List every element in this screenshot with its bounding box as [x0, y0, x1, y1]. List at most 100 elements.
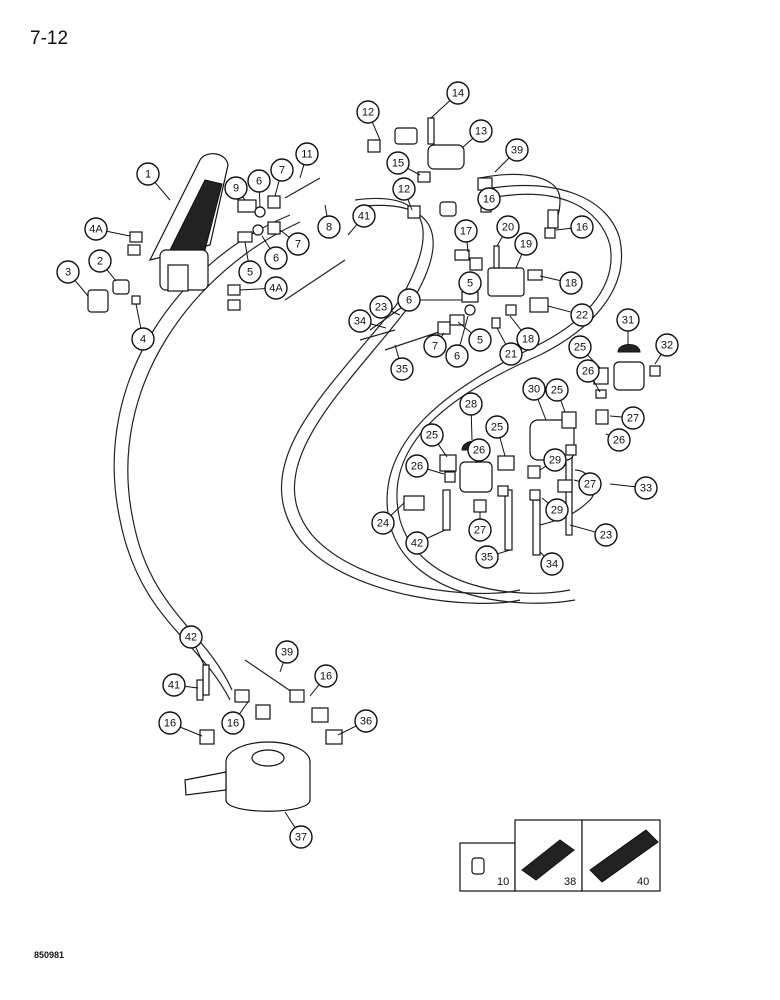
callout-circle [454, 219, 478, 243]
callout-circle [559, 271, 583, 295]
fitting-4 [131, 295, 141, 305]
callout-label: 14 [452, 88, 464, 100]
callout-leader [195, 646, 205, 666]
plug-4a-upper [129, 231, 143, 243]
callout-31: 31 [616, 308, 640, 345]
callout-leader [496, 327, 507, 345]
nut-21 [491, 317, 501, 329]
bolt-20 [493, 245, 500, 269]
callout-circle [158, 711, 182, 735]
fitting-16-right-2 [544, 227, 556, 239]
callout-circle [616, 308, 640, 332]
callout-leader [427, 468, 445, 475]
callout-25: 25 [485, 415, 509, 457]
callout-leader [509, 315, 522, 331]
callout-7: 7 [279, 229, 310, 256]
callout-circle [131, 327, 155, 351]
components [87, 117, 661, 812]
callout-label: 4A [89, 224, 103, 236]
fitting-16-swivel-center [234, 689, 250, 703]
washer-26-left [444, 471, 456, 483]
callout-leader [238, 701, 249, 715]
callout-leader [537, 399, 547, 421]
callout-1: 1 [136, 162, 171, 201]
fitting-27-mid [557, 479, 573, 493]
callout-circle [477, 187, 501, 211]
callout-25: 25 [545, 378, 569, 413]
callout-circle [179, 625, 203, 649]
hose-23 [369, 304, 406, 331]
callout-leader [459, 315, 469, 346]
callout-label: 39 [281, 647, 293, 659]
page-number: 7-12 [30, 28, 69, 49]
callout-label: 8 [326, 222, 332, 234]
callout-leader [497, 549, 511, 555]
callout-33: 33 [609, 476, 658, 500]
callout-layer: 12344A4A55566667778911121213141516161616… [56, 81, 679, 849]
callout-26: 26 [405, 454, 445, 478]
callout-circle [405, 531, 429, 555]
callout-leader [494, 157, 510, 173]
callout-circle [468, 328, 492, 352]
callout-39: 39 [275, 640, 299, 673]
callout-leader [244, 241, 249, 262]
callout-16: 16 [309, 664, 338, 697]
callout-label: 25 [491, 422, 503, 434]
callout-circle [445, 344, 469, 368]
valve-31 [613, 361, 645, 391]
callout-label: 12 [362, 107, 374, 119]
fitting-5-lower [449, 314, 465, 326]
callout-circle [655, 333, 679, 357]
nut-7-lower [267, 221, 281, 235]
channel-40 [589, 829, 659, 883]
callout-circle [162, 673, 186, 697]
fitting-16-swivel-right [289, 689, 305, 703]
callout-label: 17 [460, 226, 472, 238]
callout-16: 16 [221, 701, 249, 735]
callout-leader [569, 524, 596, 533]
fitting-29-upper [527, 465, 541, 479]
fitting-32 [649, 365, 661, 377]
callout-24: 24 [371, 502, 405, 535]
callout-2: 2 [88, 249, 117, 282]
hardware-inset: 10 38 40 [459, 819, 661, 892]
callout-7: 7 [270, 158, 294, 197]
callout-label: 23 [375, 302, 387, 314]
callout-5: 5 [238, 241, 262, 284]
callout-label: 26 [411, 461, 423, 473]
callout-leader [154, 182, 171, 201]
callout-circle [423, 334, 447, 358]
callout-label: 15 [392, 158, 404, 170]
callout-circle [397, 288, 421, 312]
callout-leader [274, 180, 280, 197]
nut-7-upper [267, 195, 281, 209]
callout-label: 4 [140, 334, 146, 346]
callout-leader [390, 502, 405, 516]
callout-circle [56, 260, 80, 284]
callout-label: 2 [97, 256, 103, 268]
callout-11: 11 [295, 142, 319, 179]
callout-circle [286, 232, 310, 256]
callout-17: 17 [454, 219, 478, 253]
callout-29: 29 [539, 448, 567, 472]
callout-leader [426, 529, 446, 539]
brake-pedal-valve [148, 153, 229, 292]
swivel-37-arm [184, 771, 227, 796]
callout-12: 12 [356, 100, 381, 141]
callout-leader [371, 121, 381, 141]
plug-4a-middle [127, 244, 141, 256]
callout-circle [275, 640, 299, 664]
callout-circle [570, 215, 594, 239]
plug-4a-right [227, 284, 241, 296]
washer-26-center [497, 485, 509, 497]
callout-41: 41 [347, 204, 376, 236]
callout-label: 5 [477, 335, 483, 347]
fitting-36 [325, 729, 343, 745]
callout-circle [607, 428, 631, 452]
callout-circle [221, 711, 245, 735]
callout-30: 30 [522, 377, 547, 421]
callout-circle [475, 545, 499, 569]
callout-circle [224, 176, 248, 200]
washer-6-upper [254, 206, 266, 218]
